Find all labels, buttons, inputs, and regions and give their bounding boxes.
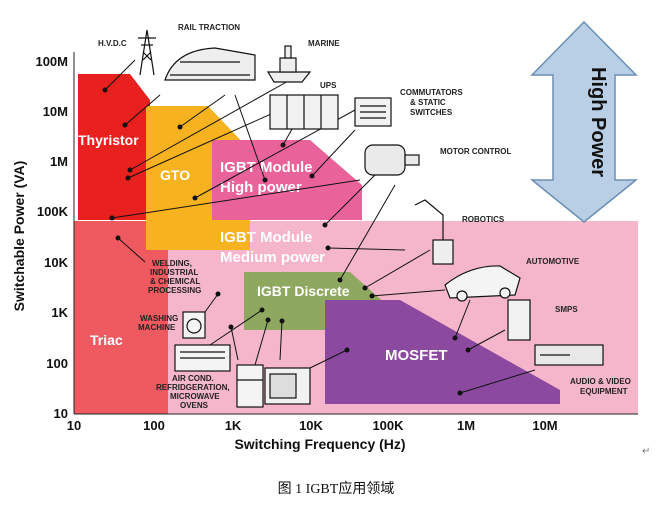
region-label-mosfet: MOSFET — [385, 347, 448, 364]
pylon-icon — [138, 29, 156, 76]
av-equipment-icon — [534, 344, 604, 366]
region-thyristor — [78, 74, 150, 220]
motor-icon — [364, 144, 420, 176]
ups-cabinet-icon — [269, 94, 339, 130]
y-tick-label: 10 — [54, 406, 68, 421]
region-label-igbt-med-2: Medium power — [220, 249, 325, 266]
app-label-automotive: AUTOMOTIVE — [526, 257, 580, 266]
y-tick-label: 100K — [37, 204, 69, 219]
app-label-smps: SMPS — [555, 305, 578, 314]
app-label-rail: RAIL TRACTION — [178, 23, 240, 32]
app-label-comm-1: COMMUTATORS — [400, 88, 463, 97]
app-label-weld-3: & CHEMICAL — [150, 277, 200, 286]
air-conditioner-icon — [174, 344, 231, 372]
region-label-gto: GTO — [160, 167, 190, 183]
app-label-weld-4: PROCESSING — [148, 286, 201, 295]
y-tick-label: 100 — [46, 356, 68, 371]
app-label-av-2: EQUIPMENT — [580, 387, 628, 396]
x-axis-title: Switching Frequency (Hz) — [234, 436, 405, 452]
app-label-weld-1: WELDING, — [152, 259, 192, 268]
y-tick-label: 100M — [35, 54, 68, 69]
region-label-igbt-med-1: IGBT Module — [220, 229, 313, 246]
x-tick-label: 10M — [532, 418, 557, 433]
paragraph-mark: ↵ — [642, 446, 651, 457]
robot-arm-icon — [414, 199, 454, 265]
region-mosfet — [325, 300, 560, 404]
region-label-igbt-high-2: High power — [220, 179, 302, 196]
app-label-air-3: MICROWAVE — [170, 392, 220, 401]
app-label-ups: UPS — [320, 81, 337, 90]
switchgear-icon — [354, 97, 392, 127]
x-tick-labels: 10 100 1K 10K 100K 1M 10M — [67, 418, 558, 433]
region-label-igbt-discrete: IGBT Discrete — [257, 283, 350, 299]
y-tick-label: 10M — [43, 104, 68, 119]
y-axis-title: Switchable Power (VA) — [11, 161, 27, 312]
app-label-comm-3: SWITCHES — [410, 108, 453, 117]
leader-lines — [104, 59, 536, 394]
microwave-icon — [264, 367, 311, 405]
train-icon — [164, 47, 256, 81]
app-label-hvdc: H.V.D.C — [98, 39, 127, 48]
app-label-air-2: REFRIDGERATION, — [156, 383, 230, 392]
y-tick-labels: 100M 10M 1M 100K 10K 1K 100 10 — [35, 54, 68, 421]
car-icon — [444, 265, 521, 302]
fridge-icon — [236, 364, 264, 408]
app-label-weld-2: INDUSTRIAL — [150, 268, 199, 277]
app-label-air-4: OVENS — [180, 401, 209, 410]
figure-caption: 图 1 IGBT应用领域 — [277, 482, 395, 497]
x-tick-label: 100K — [372, 418, 404, 433]
app-label-wash-1: WASHING — [140, 314, 178, 323]
y-tick-label: 1M — [50, 154, 68, 169]
x-tick-label: 1K — [225, 418, 242, 433]
app-label-robotics: ROBOTICS — [462, 215, 505, 224]
y-tick-label: 10K — [44, 255, 68, 270]
region-label-thyristor: Thyristor — [78, 132, 139, 148]
app-label-air-1: AIR COND. — [172, 374, 214, 383]
x-tick-label: 1M — [457, 418, 475, 433]
region-label-triac: Triac — [90, 332, 123, 348]
app-label-comm-2: & STATIC — [410, 98, 446, 107]
app-label-marine: MARINE — [308, 39, 340, 48]
high-power-arrow-label: High Power — [587, 67, 609, 177]
ship-icon — [266, 45, 312, 83]
washing-machine-icon — [182, 311, 206, 339]
app-label-av-1: AUDIO & VIDEO — [570, 377, 631, 386]
x-tick-label: 100 — [143, 418, 165, 433]
high-power-arrow — [529, 20, 639, 223]
x-tick-label: 10 — [67, 418, 81, 433]
x-tick-label: 10K — [299, 418, 323, 433]
y-tick-label: 1K — [51, 305, 68, 320]
leader-dots — [102, 87, 471, 396]
smps-box-icon — [507, 299, 531, 341]
igbt-application-diagram: 100M 10M 1M 100K 10K 1K 100 10 10 100 1K… — [11, 20, 639, 452]
app-label-motor: MOTOR CONTROL — [440, 147, 512, 156]
region-label-igbt-high-1: IGBT Module — [220, 159, 313, 176]
region-igbt-high — [212, 140, 362, 220]
app-label-wash-2: MACHINE — [138, 323, 176, 332]
region-triac — [74, 221, 168, 414]
